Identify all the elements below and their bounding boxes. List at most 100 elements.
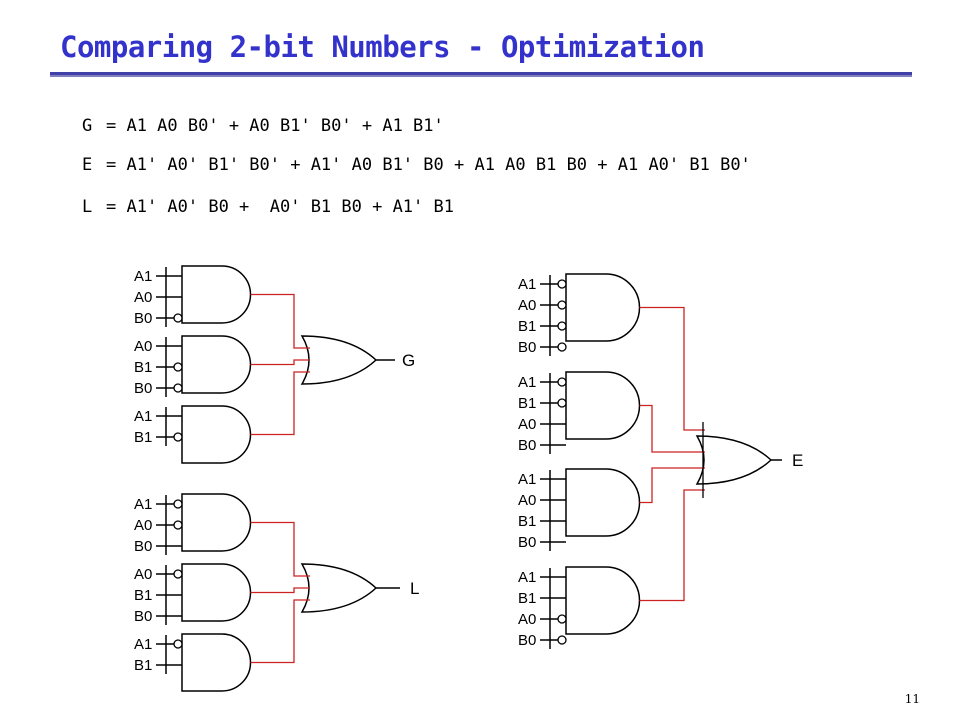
- input-label: B0: [518, 632, 536, 649]
- input-label: B0: [134, 608, 152, 625]
- or-input-wire: [250, 371, 310, 436]
- input-label: A0: [134, 566, 152, 583]
- or-gate-l: [300, 563, 378, 613]
- input-label: A0: [134, 338, 152, 355]
- inversion-bubble: [173, 499, 183, 509]
- or-input-wire: [639, 306, 705, 431]
- inversion-bubble: [557, 321, 567, 331]
- input-label: A0: [518, 492, 536, 509]
- slide-title: Comparing 2-bit Numbers - Optimization: [60, 30, 705, 64]
- inversion-bubble: [173, 432, 183, 442]
- inversion-bubble: [173, 639, 183, 649]
- input-label: B0: [134, 538, 152, 555]
- and-gate-shape: [565, 566, 641, 635]
- equation-e: E = A1' A0' B1' B0' + A1' A0 B1' B0 + A1 …: [82, 155, 751, 175]
- and-gate-shape: [565, 371, 641, 440]
- equation-l-name: L: [82, 197, 93, 217]
- and-gate-shape: [181, 405, 252, 464]
- input-label: B1: [518, 590, 536, 607]
- input-label: A1: [134, 496, 152, 513]
- or-gate-g: [300, 335, 378, 385]
- input-label: B1: [134, 587, 152, 604]
- or-input-wire: [639, 489, 705, 602]
- and-gate-shape: [181, 493, 252, 552]
- inversion-bubble: [173, 383, 183, 393]
- and-gate-shape: [181, 335, 252, 394]
- equation-g-expr: = A1 A0 B0' + A0 B1' B0' + A1 B1': [106, 116, 444, 136]
- output-label-l: L: [410, 579, 419, 598]
- output-label-g: G: [402, 351, 415, 370]
- or-input-wire: [639, 404, 705, 453]
- equation-l: L = A1' A0' B0 + A0' B1 B0 + A1' B1: [82, 197, 454, 217]
- equation-l-expr: = A1' A0' B0 + A0' B1 B0 + A1' B1: [106, 197, 454, 217]
- input-label: B1: [518, 318, 536, 335]
- title-underline: [50, 72, 912, 77]
- input-label: A1: [518, 471, 536, 488]
- inversion-bubble: [557, 614, 567, 624]
- input-label: A0: [518, 416, 536, 433]
- equation-e-expr: = A1' A0' B1' B0' + A1' A0 B1' B0 + A1 A…: [106, 155, 751, 175]
- input-label: B1: [518, 395, 536, 412]
- input-label: B0: [518, 534, 536, 551]
- input-label: B0: [518, 437, 536, 454]
- input-label: A0: [518, 297, 536, 314]
- input-label: B0: [134, 380, 152, 397]
- or-input-wire: [250, 587, 310, 594]
- input-label: B0: [518, 339, 536, 356]
- and-gate-shape: [181, 563, 252, 622]
- equation-g: G = A1 A0 B0' + A0 B1' B0' + A1 B1': [82, 116, 444, 136]
- or-input-wire: [250, 521, 310, 577]
- input-label: A0: [518, 611, 536, 628]
- inversion-bubble: [557, 635, 567, 645]
- and-gate-shape: [181, 265, 252, 324]
- equation-e-name: E: [82, 155, 93, 175]
- input-label: A1: [518, 569, 536, 586]
- or-input-wire: [250, 599, 310, 664]
- inversion-bubble: [557, 398, 567, 408]
- input-label: A1: [134, 636, 152, 653]
- and-gate-shape: [565, 273, 641, 342]
- input-label: A1: [134, 408, 152, 425]
- or-gate-e: [695, 435, 773, 485]
- inversion-bubble: [173, 313, 183, 323]
- input-label: A1: [518, 276, 536, 293]
- inversion-bubble: [557, 377, 567, 387]
- or-input-wire: [639, 467, 705, 504]
- inversion-bubble: [173, 520, 183, 530]
- input-label: A0: [134, 289, 152, 306]
- output-label-e: E: [792, 451, 803, 470]
- inversion-bubble: [173, 362, 183, 372]
- inversion-bubble: [557, 279, 567, 289]
- input-label: A1: [134, 268, 152, 285]
- input-label: B1: [134, 429, 152, 446]
- input-label: B1: [134, 657, 152, 674]
- equation-g-name: G: [82, 116, 93, 136]
- page-number: 11: [904, 692, 920, 706]
- and-gate-shape: [565, 468, 641, 537]
- input-label: A0: [134, 517, 152, 534]
- inversion-bubble: [557, 342, 567, 352]
- inversion-bubble: [173, 569, 183, 579]
- and-gate-shape: [181, 633, 252, 692]
- or-input-wire: [250, 293, 310, 349]
- input-label: B0: [134, 310, 152, 327]
- input-label: B1: [134, 359, 152, 376]
- or-input-wire: [250, 359, 310, 366]
- input-label: A1: [518, 374, 536, 391]
- input-label: B1: [518, 513, 536, 530]
- inversion-bubble: [557, 300, 567, 310]
